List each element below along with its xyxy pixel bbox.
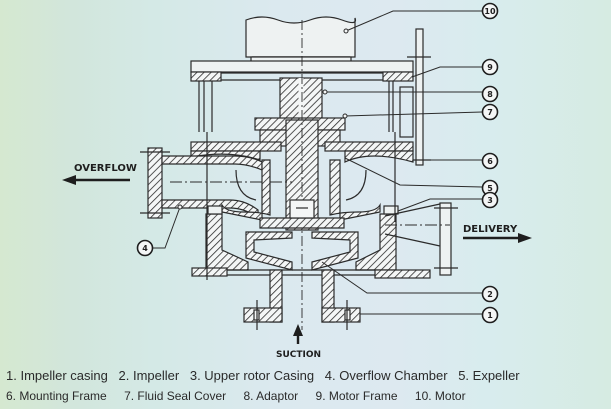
callout-10: 10 bbox=[481, 2, 499, 20]
callout-9: 9 bbox=[481, 58, 499, 76]
legend-item: 7. Fluid Seal Cover bbox=[124, 389, 227, 403]
legend-line-2: 6. Mounting Frame 7. Fluid Seal Cover 8.… bbox=[6, 389, 480, 403]
legend-item: 9. Motor Frame bbox=[315, 389, 398, 403]
callout-1: 1 bbox=[481, 306, 499, 324]
mounting-frame bbox=[190, 141, 282, 152]
delivery-arrow bbox=[463, 233, 532, 243]
callout-6: 6 bbox=[481, 152, 499, 170]
callout-4: 4 bbox=[136, 239, 154, 257]
svg-text:4: 4 bbox=[142, 244, 148, 253]
overflow-arrow bbox=[62, 175, 130, 185]
delivery-label: DELIVERY bbox=[463, 224, 518, 235]
svg-text:5: 5 bbox=[487, 184, 493, 193]
legend-item: 2. Impeller bbox=[118, 368, 180, 383]
legend-item: 4. Overflow Chamber bbox=[324, 368, 448, 383]
svg-text:6: 6 bbox=[487, 157, 493, 166]
legend-item: 3. Upper rotor Casing bbox=[189, 368, 315, 383]
svg-text:1: 1 bbox=[487, 311, 493, 320]
svg-text:3: 3 bbox=[487, 196, 493, 205]
legend-item: 10. Motor bbox=[414, 389, 466, 403]
svg-text:10: 10 bbox=[484, 7, 496, 16]
overflow-label: OVERFLOW bbox=[74, 163, 137, 174]
motor bbox=[245, 16, 357, 58]
upper-rotor-casing bbox=[205, 213, 249, 271]
impeller bbox=[245, 231, 293, 271]
callout-8: 8 bbox=[481, 85, 499, 103]
svg-text:2: 2 bbox=[487, 290, 493, 299]
callout-7: 7 bbox=[481, 103, 499, 121]
svg-text:8: 8 bbox=[487, 90, 493, 99]
suction-arrow bbox=[293, 324, 303, 344]
overflow-chamber bbox=[161, 155, 263, 171]
legend-item: 6. Mounting Frame bbox=[6, 389, 107, 403]
legend-item: 1. Impeller casing bbox=[6, 368, 108, 383]
expeller bbox=[221, 159, 271, 221]
legend-item: 8. Adaptor bbox=[243, 389, 299, 403]
legend-line-1: 1. Impeller casing 2. Impeller 3. Upper … bbox=[6, 368, 527, 383]
svg-text:7: 7 bbox=[487, 108, 493, 117]
legend-item: 5. Expeller bbox=[458, 368, 520, 383]
callout-3: 3 bbox=[481, 191, 499, 209]
callout-2: 2 bbox=[481, 285, 499, 303]
suction-label: SUCTION bbox=[276, 350, 321, 360]
pump-diagram: OVERFLOW DELIVERY SUCTION 10 9 8 7 6 5 3… bbox=[62, 2, 532, 360]
svg-text:9: 9 bbox=[487, 63, 493, 72]
